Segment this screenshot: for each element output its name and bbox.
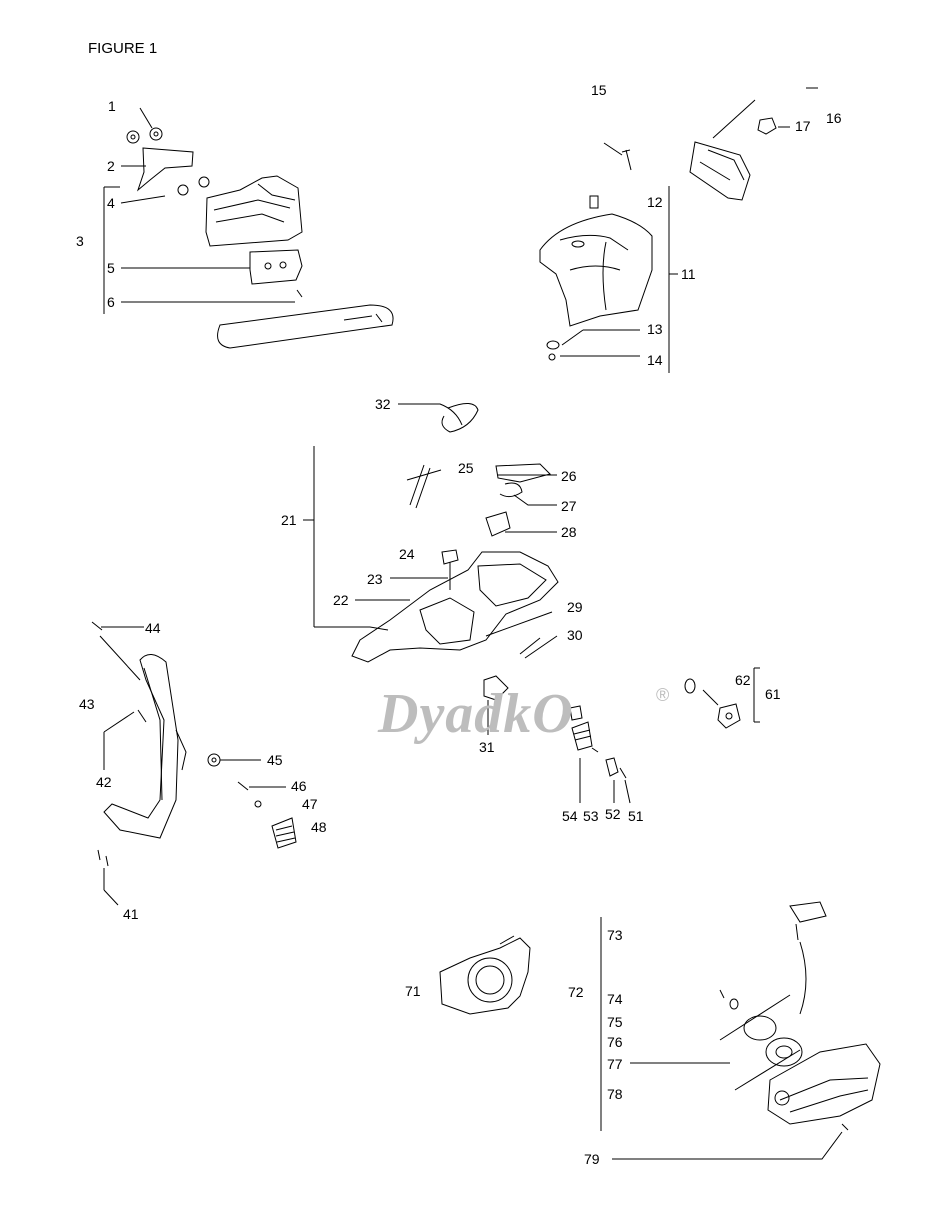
callout-77: 77 [607,1056,623,1072]
figure-title: FIGURE 1 [88,40,158,57]
callout-62: 62 [735,672,751,688]
callout-74: 74 [607,991,623,1007]
callout-32: 32 [375,396,391,412]
callout-29: 29 [567,599,583,615]
callout-30: 30 [567,627,583,643]
callout-54: 54 [562,808,578,824]
callout-11: 11 [681,266,696,282]
callout-16: 16 [826,110,842,126]
callout-76: 76 [607,1034,623,1050]
callout-12: 12 [647,194,663,210]
callout-43: 43 [79,696,95,712]
callout-52: 52 [605,806,621,822]
callout-17: 17 [795,118,811,134]
callout-3: 3 [76,233,84,249]
callout-22: 22 [333,592,349,608]
callout-71: 71 [405,983,421,999]
callout-73: 73 [607,927,623,943]
callout-48: 48 [311,819,327,835]
callout-28: 28 [561,524,577,540]
callout-25: 25 [458,460,474,476]
callout-6: 6 [107,294,115,310]
callout-44: 44 [145,620,161,636]
callout-24: 24 [399,546,415,562]
registered-mark: ® [656,685,670,705]
callout-14: 14 [647,352,663,368]
callout-72: 72 [568,984,584,1000]
callout-61: 61 [765,686,781,702]
callout-13: 13 [647,321,663,337]
callout-31: 31 [479,739,495,755]
callout-27: 27 [561,498,577,514]
callout-21: 21 [281,512,297,528]
callout-2: 2 [107,158,115,174]
callout-5: 5 [107,260,115,276]
callout-51: 51 [628,808,644,824]
callout-41: 41 [123,906,139,922]
watermark-logo: DyadkO [378,683,574,745]
callout-15: 15 [591,82,607,98]
callout-47: 47 [302,796,318,812]
callout-46: 46 [291,778,307,794]
callout-4: 4 [107,195,115,211]
callout-1: 1 [108,98,116,114]
callout-75: 75 [607,1014,623,1030]
callout-78: 78 [607,1086,623,1102]
callout-23: 23 [367,571,383,587]
callout-42: 42 [96,774,112,790]
callout-53: 53 [583,808,599,824]
callout-45: 45 [267,752,283,768]
callout-26: 26 [561,468,577,484]
callout-79: 79 [584,1151,600,1167]
